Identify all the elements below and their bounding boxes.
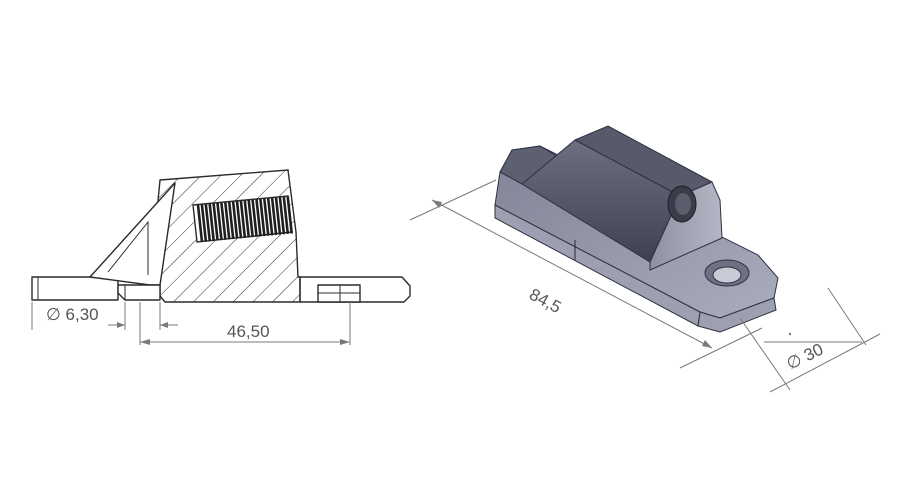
thread-line [263, 198, 270, 236]
thread-line [216, 203, 223, 241]
thread-line [282, 196, 290, 234]
thread-line [278, 197, 286, 235]
thread-line [227, 201, 235, 240]
dim-section-length: 46,50 [227, 322, 270, 341]
iso-view [494, 125, 779, 333]
thread-insert [192, 195, 293, 243]
thread-line [255, 199, 262, 237]
thread-line [266, 198, 274, 236]
thread-line [251, 199, 258, 237]
thread-line [208, 203, 215, 242]
section-base-plate [31, 276, 119, 301]
thread-line [239, 200, 247, 239]
thread-line [235, 201, 243, 239]
dim-iso-width: ∅ 30 [783, 340, 826, 374]
thread-line [196, 204, 204, 243]
thread-line [286, 196, 293, 234]
thread-line [274, 197, 282, 235]
thread-line [247, 200, 254, 238]
thread-line [220, 202, 227, 240]
thread-line [204, 204, 212, 242]
section-dimensions: ∅ 6,30 46,50 [31, 302, 351, 345]
iso-base-front [494, 204, 777, 333]
thread-line [200, 204, 208, 242]
section-rib-inner [107, 220, 149, 275]
section-view [31, 169, 411, 303]
thread-line [231, 201, 239, 239]
thread-line [243, 200, 251, 238]
section-hole-left [117, 284, 161, 301]
dim-iso-length: 84,5 [526, 285, 564, 317]
thread-line [259, 198, 266, 237]
dim-hole-diameter: ∅ 6,30 [46, 305, 99, 324]
section-rib [89, 182, 176, 286]
thread-line [270, 197, 278, 236]
iso-block-end [649, 181, 723, 271]
thread-line [224, 202, 231, 240]
thread-line [212, 203, 219, 241]
